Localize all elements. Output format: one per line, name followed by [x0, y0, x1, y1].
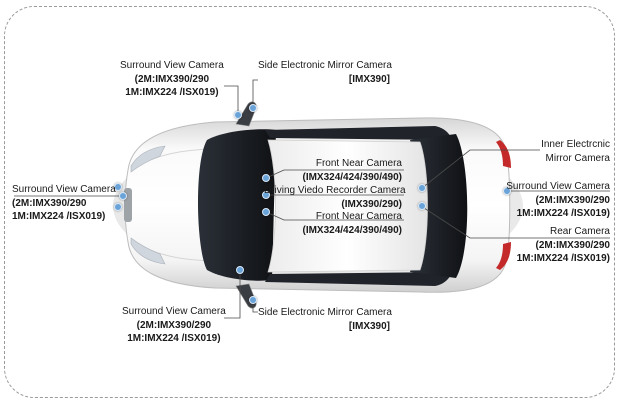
camera-marker-surround-left-2 [119, 192, 127, 200]
camera-marker-surround-bottom [236, 266, 244, 274]
windshield [197, 129, 276, 281]
label-spec: 1M:IMX224 /ISX019) [127, 333, 221, 344]
label-name: Side Electronic Mirror Camera [258, 60, 392, 71]
camera-marker-dvr [262, 191, 270, 199]
label-spec: (2M:IMX390/290 [134, 73, 210, 85]
label-name: Inner Electrcnic [541, 139, 610, 150]
label-name: Surround View Camera [12, 184, 116, 195]
label-spec: 1M:IMX224 /ISX019) [516, 208, 610, 219]
label-name: Surround View Camera [120, 60, 224, 71]
label-surround-view-right: Surround View Camera (2M:IMX390/290 1M:I… [500, 180, 610, 221]
label-front-near-2: Front Near Camera (IMX324/424/390/490) [280, 210, 402, 237]
label-side-mirror-bottom: Side Electronic Mirror Camera [IMX390] [258, 306, 392, 333]
label-rear-camera: Rear Camera (2M:IMX390/290 1M:IMX224 /IS… [500, 225, 610, 266]
label-inner-mirror: Inner Electrcnic Mirror Camera [520, 138, 610, 165]
camera-marker-surround-top [234, 111, 242, 119]
label-name: Surround View Camera [506, 181, 610, 192]
label-side-mirror-top: Side Electronic Mirror Camera [IMX390] [258, 59, 392, 86]
label-spec: (IMX324/424/390/490) [302, 224, 402, 236]
label-spec: 1M:IMX224 /ISX019) [12, 211, 106, 222]
camera-marker-side-mirror-top [249, 104, 257, 112]
label-spec: (2M:IMX390/290 [535, 239, 610, 251]
label-spec: [IMX390] [348, 73, 390, 85]
label-spec: 1M:IMX224 /ISX019) [516, 253, 610, 264]
label-surround-view-bottom: Surround View Camera (2M:IMX390/290 1M:I… [122, 305, 226, 346]
side-windows [265, 126, 452, 286]
label-name: Surround View Camera [122, 306, 226, 317]
label-name: Mirror Camera [545, 152, 610, 164]
label-spec: 1M:IMX224 /ISX019) [125, 87, 219, 98]
tail-lights [496, 140, 511, 270]
label-name: Front Near Camera [315, 158, 402, 169]
camera-marker-side-mirror-bottom [249, 296, 257, 304]
label-name: Side Electronic Mirror Camera [258, 307, 392, 318]
camera-marker-surround-left-1 [114, 183, 122, 191]
label-dvr: Driving Viedo Recorder Camera (IMX390/29… [264, 184, 406, 211]
label-front-near-1: Front Near Camera (IMX324/424/390/490) [280, 157, 402, 184]
label-name: Front Near Camera [315, 211, 402, 222]
camera-marker-surround-left-3 [114, 203, 122, 211]
label-name: Rear Camera [549, 226, 610, 237]
roof [267, 139, 428, 273]
label-surround-view-top: Surround View Camera (2M:IMX390/290 1M:I… [120, 59, 224, 100]
label-spec: (IMX390/290) [341, 198, 402, 210]
label-surround-view-left: Surround View Camera (2M:IMX390/290 1M:I… [12, 183, 116, 224]
leader-lines [14, 79, 610, 319]
label-spec: (2M:IMX390/290 [535, 194, 610, 206]
label-spec: (2M:IMX390/290 [136, 319, 212, 331]
camera-marker-front-near-2 [262, 208, 270, 216]
camera-marker-rear-cabin [418, 202, 426, 210]
label-spec: [IMX390] [348, 320, 390, 332]
camera-marker-inner-mirror [418, 184, 426, 192]
camera-marker-surround-right [503, 187, 511, 195]
label-name: Driving Viedo Recorder Camera [264, 185, 406, 196]
diagram-frame [4, 6, 615, 398]
label-spec: (IMX324/424/390/490) [302, 171, 402, 183]
label-spec: (2M:IMX390/290 [12, 197, 87, 209]
camera-marker-front-near-1 [262, 174, 270, 182]
